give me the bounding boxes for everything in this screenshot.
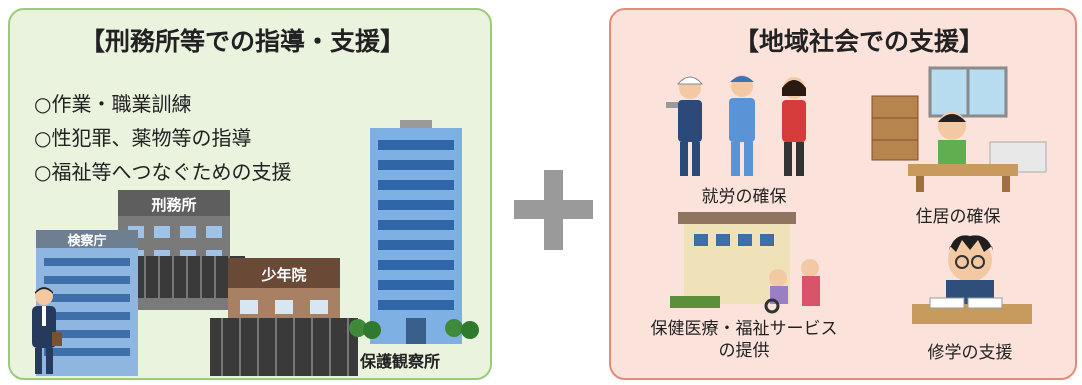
- welfare-caption-line1: 保健医療・福祉サービス: [650, 319, 838, 339]
- plus-icon-bar: [514, 200, 593, 219]
- probation-office-illustration: [370, 120, 462, 344]
- study-illustration: [912, 235, 1032, 324]
- housing-illustration: [871, 66, 1047, 192]
- support-item-guidance: ○性犯罪、薬物等の指導: [34, 126, 252, 150]
- prosecutor-sign: 検察庁: [67, 234, 107, 249]
- workers-illustration: [666, 75, 806, 176]
- official-person-icon: [32, 287, 62, 374]
- welfare-caption: 保健医療・福祉サービス の提供: [634, 318, 854, 362]
- support-item-vocational-training: ○作業・職業訓練: [34, 92, 192, 116]
- employment-caption: 就労の確保: [701, 187, 787, 207]
- community-support-title: 【地域社会での支援】: [734, 27, 985, 56]
- welfare-caption-line2: の提供: [718, 341, 770, 361]
- prison-fence-illustration: [135, 256, 245, 298]
- probation-office-label: 保護観察所: [360, 352, 441, 371]
- juvenile-fence-illustration: [210, 318, 358, 376]
- shrub-icon: [349, 319, 479, 339]
- housing-caption: 住居の確保: [915, 207, 1001, 227]
- support-item-welfare-link: ○福祉等へつなぐための支援: [34, 160, 292, 184]
- welfare-illustration: [670, 212, 820, 314]
- prison-sign: 刑務所: [151, 196, 197, 214]
- prison-support-title: 【刑務所等での指導・支援】: [80, 27, 406, 56]
- juvenile-school-sign: 少年院: [261, 266, 307, 284]
- study-caption: 修学の支援: [927, 343, 1013, 363]
